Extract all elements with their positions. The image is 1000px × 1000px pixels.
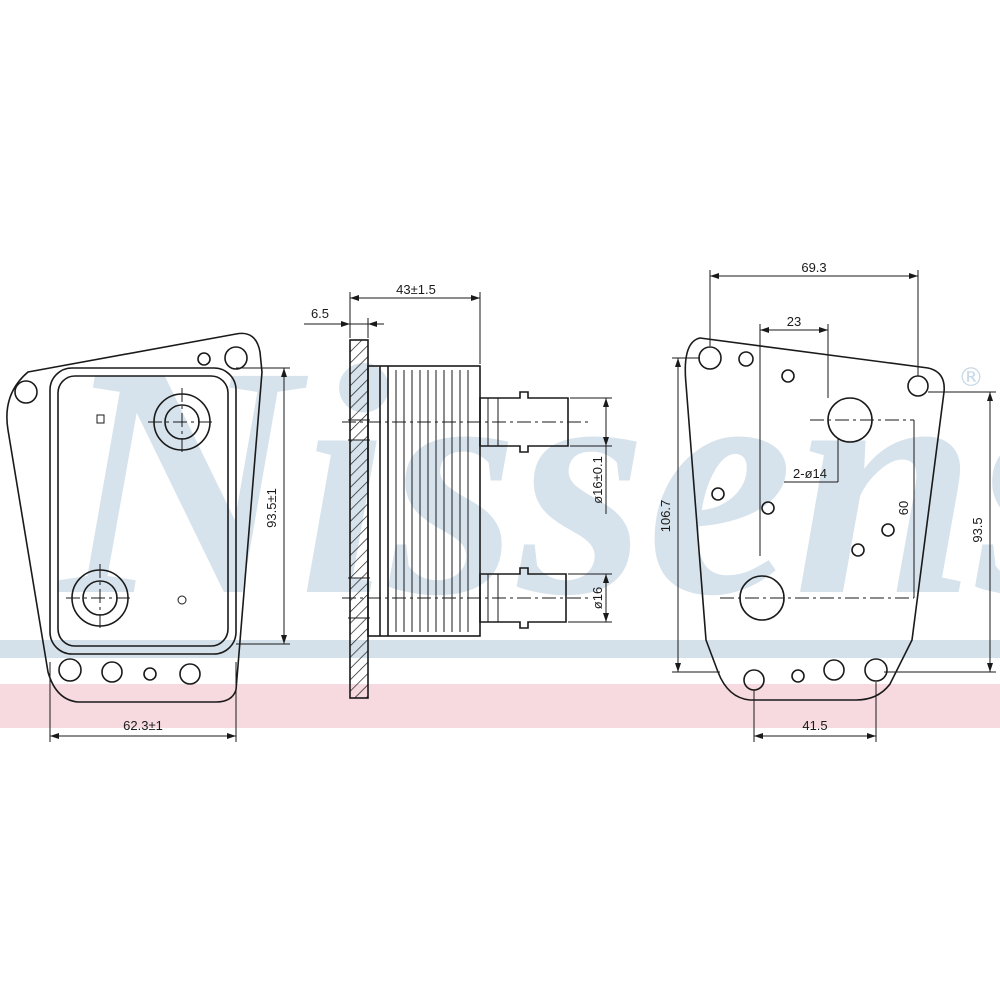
- side-upper-pipe: [479, 391, 569, 453]
- side-view: 43±1.5 6.5 ø16±0.1 ø16: [304, 282, 612, 699]
- front-flange-hole: [58, 658, 82, 682]
- side-lower-pipe: [479, 567, 567, 629]
- rear-flange-hole: [711, 487, 725, 501]
- rear-flange-hole: [761, 501, 775, 515]
- watermark: Nissens ®: [0, 299, 1000, 728]
- dim-rear-top-span: 69.3: [801, 260, 826, 275]
- dim-front-width: 62.3±1: [123, 718, 163, 733]
- dim-rear-right-height: 93.5: [970, 517, 985, 542]
- rear-flange-hole: [851, 543, 865, 557]
- registered-mark: ®: [958, 363, 984, 393]
- front-flange-hole: [143, 667, 157, 681]
- rear-flange-hole: [791, 669, 805, 683]
- rear-flange-hole: [823, 659, 845, 681]
- dim-rear-hole-spacing: 60: [896, 501, 911, 515]
- rear-flange-hole: [781, 369, 795, 383]
- rear-flange-hole: [738, 351, 754, 367]
- dim-upper-pipe-dia: ø16±0.1: [590, 456, 605, 504]
- rear-flange-outline: [684, 337, 945, 701]
- front-flange-hole: [14, 380, 38, 404]
- dim-rear-holes: 2-ø14: [793, 466, 827, 481]
- front-flange-outline: [6, 332, 263, 703]
- watermark-brand-text: Nissens: [55, 299, 1000, 664]
- dim-front-height: 93.5±1: [264, 488, 279, 528]
- dim-rear-total-height: 106.7: [658, 500, 673, 533]
- front-flange-hole: [179, 663, 201, 685]
- dim-side-depth: 43±1.5: [396, 282, 436, 297]
- front-flange-hole: [197, 352, 211, 366]
- front-view: 62.3±1 93.5±1: [6, 332, 290, 742]
- side-flange-section: [349, 339, 369, 699]
- watermark-pink-band: [0, 684, 1000, 728]
- rear-flange-hole: [864, 658, 888, 682]
- front-flange-hole: [224, 346, 248, 370]
- rear-view: 60 2-ø14 69.3 23 106.7 93.5 41.5: [658, 260, 996, 742]
- front-flange-hole: [101, 661, 123, 683]
- dim-rear-hole-offset: 23: [787, 314, 801, 329]
- dim-flange-thickness: 6.5: [311, 306, 329, 321]
- front-core-outer: [49, 367, 237, 655]
- side-core-body: [367, 365, 481, 637]
- side-core-fins: [395, 370, 469, 632]
- dim-lower-pipe-dia: ø16: [590, 587, 605, 609]
- rear-flange-hole: [881, 523, 895, 537]
- dim-rear-bottom-span: 41.5: [802, 718, 827, 733]
- front-core-inner: [57, 375, 229, 647]
